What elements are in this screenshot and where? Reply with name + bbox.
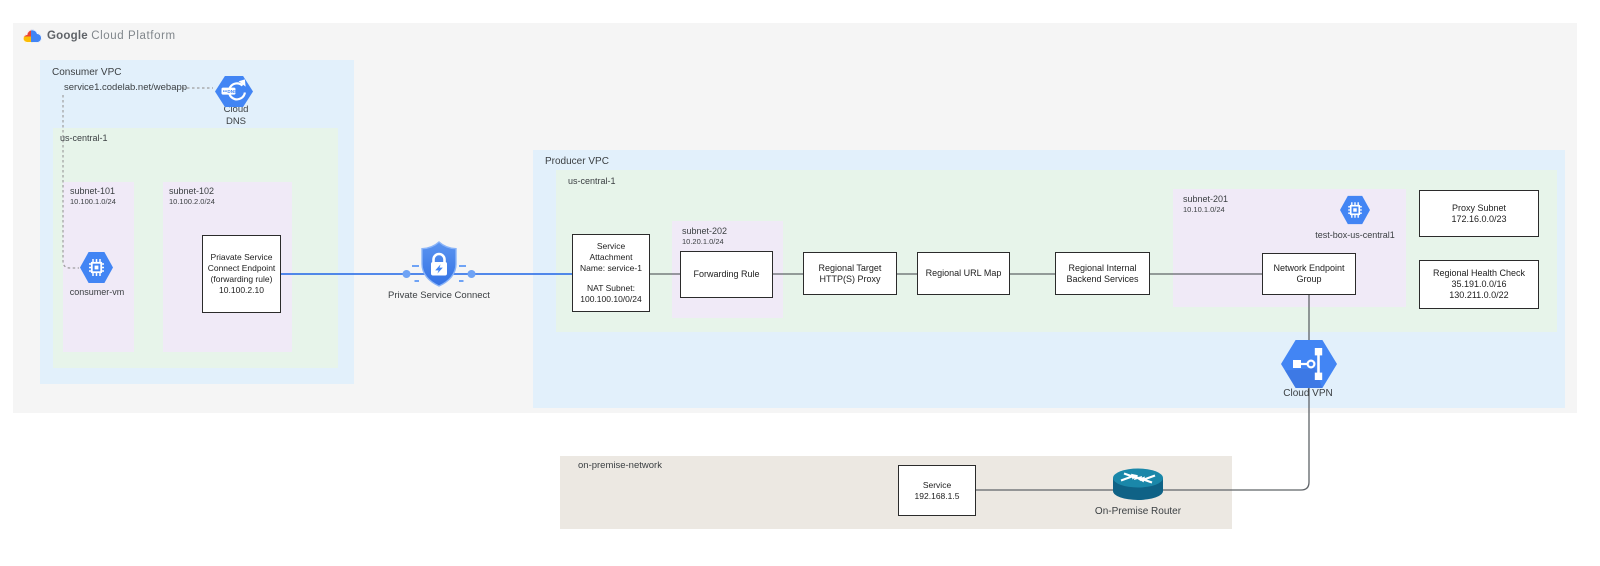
consumer-vm-icon xyxy=(80,252,113,283)
regional-backend-line2: Backend Services xyxy=(1066,273,1139,284)
cloud-dns-caption-line2: DNS xyxy=(225,115,247,127)
health-check-line2: 35.191.0.0/16 xyxy=(1451,279,1507,289)
subnet-101-name: subnet-101 xyxy=(70,186,116,196)
consumer-vm-caption: consumer-vm xyxy=(69,287,125,297)
dns-to-vm-dotted-line xyxy=(62,95,79,269)
service-attachment-line1: Service xyxy=(596,241,626,251)
regional-health-check-box: Regional Health Check 35.191.0.0/16 130.… xyxy=(1419,260,1539,309)
dns-glyph-text: DNS xyxy=(227,89,237,94)
regional-target-proxy-line2: HTTP(S) Proxy xyxy=(819,273,881,284)
test-box-vm-icon xyxy=(1340,195,1370,225)
onprem-service-box: Service 192.168.1.5 xyxy=(898,465,976,516)
subnet-202-cidr: 10.20.1.0/24 xyxy=(682,237,724,246)
subnet-102-cidr: 10.100.2.0/24 xyxy=(169,197,215,206)
onprem-service-line2: 192.168.1.5 xyxy=(914,490,960,501)
psc-endpoint-line1: Priavate Service xyxy=(210,252,273,262)
service-attachment-line5: 100.100.10/0/24 xyxy=(580,294,642,304)
cloud-dns-icon: DNS xyxy=(215,76,253,107)
consumer-vpc-label: Consumer VPC xyxy=(52,67,122,78)
subnet-102-name: subnet-102 xyxy=(169,186,215,196)
logo-cloud-platform: Cloud Platform xyxy=(91,30,176,42)
cloud-dns-caption: Cloud DNS xyxy=(224,104,249,127)
psc-endpoint-line3: (forwarding rule) xyxy=(210,274,273,284)
service-attachment-line3: Name: service-1 xyxy=(580,263,642,273)
forwarding-rule-label: Forwarding Rule xyxy=(693,269,760,279)
subnet-201-name: subnet-201 xyxy=(1183,194,1229,204)
producer-region-label: us-central-1 xyxy=(568,176,616,186)
private-service-connect-icon xyxy=(402,241,476,287)
on-premise-router-icon xyxy=(1113,468,1163,500)
network-endpoint-group-box: Network Endpoint Group xyxy=(1262,253,1356,295)
regional-url-map-box: Regional URL Map xyxy=(917,252,1010,295)
regional-backend-box: Regional Internal Backend Services xyxy=(1055,252,1150,295)
proxy-subnet-line2: 172.16.0.0/23 xyxy=(1451,213,1507,224)
psc-endpoint-box: Priavate Service Connect Endpoint (forwa… xyxy=(202,235,281,313)
cloud-dns-caption-line1: Cloud xyxy=(223,104,249,115)
testbox-caption: test-box-us-central1 xyxy=(1315,230,1395,240)
dns-record-text: service1.codelab.net/webapp xyxy=(64,82,188,93)
logo-brand-text: Google Cloud Platform xyxy=(47,30,176,42)
subnet-201-cidr: 10.10.1.0/24 xyxy=(1183,205,1225,214)
neg-line1: Network Endpoint xyxy=(1273,263,1345,273)
health-check-line1: Regional Health Check xyxy=(1432,268,1526,278)
psc-caption: Private Service Connect xyxy=(388,290,490,301)
psc-endpoint-line4: 10.100.2.10 xyxy=(219,285,264,295)
health-check-line3: 130.211.0.0/22 xyxy=(1449,290,1509,300)
cloud-vpn-caption: Cloud VPN xyxy=(1283,388,1333,399)
service-attachment-box: Service Attachment Name: service-1 NAT S… xyxy=(572,234,650,312)
google-cloud-logo-icon xyxy=(23,29,42,43)
service-attachment-line2: Attachment xyxy=(589,252,633,262)
regional-target-proxy-line1: Regional Target xyxy=(818,262,882,273)
forwarding-rule-box: Forwarding Rule xyxy=(680,251,773,298)
consumer-region-label: us-central-1 xyxy=(60,133,108,143)
regional-url-map-label: Regional URL Map xyxy=(925,268,1002,278)
proxy-subnet-line1: Proxy Subnet xyxy=(1451,202,1507,213)
psc-endpoint-line2: Connect Endpoint xyxy=(207,263,276,273)
regional-backend-line1: Regional Internal xyxy=(1068,262,1137,273)
proxy-subnet-box: Proxy Subnet 172.16.0.0/23 xyxy=(1419,190,1539,237)
on-premise-label: on-premise-network xyxy=(578,460,662,471)
logo-google: Google xyxy=(47,30,88,42)
onprem-service-line1: Service xyxy=(922,479,952,490)
subnet-101-cidr: 10.100.1.0/24 xyxy=(70,197,116,206)
service-attachment-line4: NAT Subnet: xyxy=(587,283,635,293)
producer-vpc-label: Producer VPC xyxy=(545,156,609,167)
cloud-vpn-icon xyxy=(1281,340,1337,388)
regional-target-proxy-box: Regional Target HTTP(S) Proxy xyxy=(803,252,897,295)
subnet-202-name: subnet-202 xyxy=(682,226,728,236)
neg-to-onprem-line xyxy=(976,295,1310,491)
onprem-router-caption: On-Premise Router xyxy=(1094,506,1182,517)
neg-line2: Group xyxy=(1296,274,1322,284)
